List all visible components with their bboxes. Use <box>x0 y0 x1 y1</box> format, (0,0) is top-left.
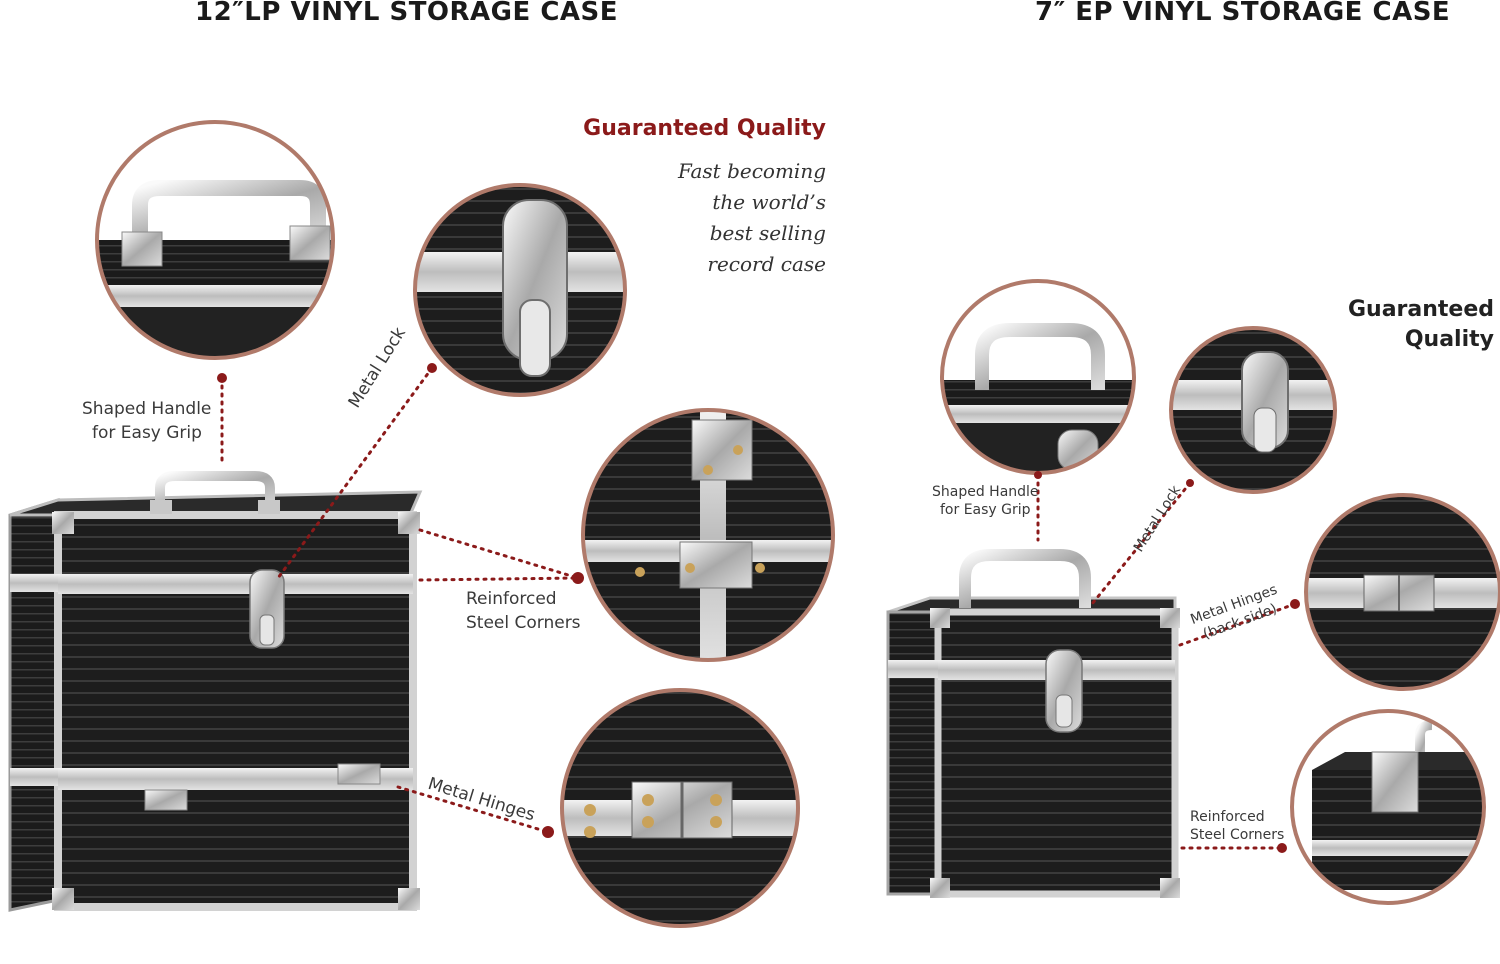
callout-line: Steel Corners <box>1190 827 1285 843</box>
callout-line: for Easy Grip <box>940 502 1031 518</box>
quality-line: Quality <box>1404 327 1494 352</box>
lp-callout-corners: Reinforced Steel Corners <box>466 587 581 635</box>
lp-zoom-lock <box>413 183 627 397</box>
ep-quality-heading: Guaranteed Quality <box>1348 295 1494 355</box>
ep-zoom-lock <box>1169 326 1337 494</box>
ep-callout-corners: Reinforced Steel Corners <box>1190 808 1284 844</box>
callout-line: for Easy Grip <box>92 423 202 443</box>
tagline-line: the world’s <box>712 190 826 214</box>
ep-callout-handle: Shaped Handle for Easy Grip <box>932 483 1039 519</box>
lp-quality-heading: Guaranteed Quality <box>583 116 826 141</box>
callout-line: Reinforced <box>466 589 557 609</box>
ep-zoom-hinges <box>1304 493 1500 691</box>
ep-leader-lines <box>1036 473 1297 850</box>
lp-leader-dots <box>217 363 584 838</box>
callout-line: Steel Corners <box>466 613 581 633</box>
ep-leader-dots <box>1034 471 1300 853</box>
ep-zoom-handle <box>940 279 1136 475</box>
callout-line: Shaped Handle <box>932 484 1039 500</box>
lp-zoom-corners <box>581 408 835 662</box>
lp-tagline: Fast becoming the world’s best selling r… <box>678 156 826 280</box>
callout-line: Shaped Handle <box>82 399 212 419</box>
tagline-line: best selling <box>709 221 826 245</box>
lp-zoom-handle <box>95 120 335 360</box>
callout-line: Reinforced <box>1190 809 1265 825</box>
lp-callout-handle: Shaped Handle for Easy Grip <box>82 397 211 445</box>
ep-zoom-corners <box>1290 709 1486 905</box>
lp-title: 12″LP VINYL STORAGE CASE <box>195 0 619 27</box>
lp-leader-lines <box>220 366 580 834</box>
tagline-line: Fast becoming <box>677 159 826 183</box>
ep-case <box>886 549 1180 898</box>
lp-case <box>8 471 423 912</box>
ep-title: 7″ EP VINYL STORAGE CASE <box>1035 0 1451 27</box>
lp-zoom-hinges <box>560 688 800 928</box>
tagline-line: record case <box>707 252 826 276</box>
quality-line: Guaranteed <box>1347 297 1494 322</box>
